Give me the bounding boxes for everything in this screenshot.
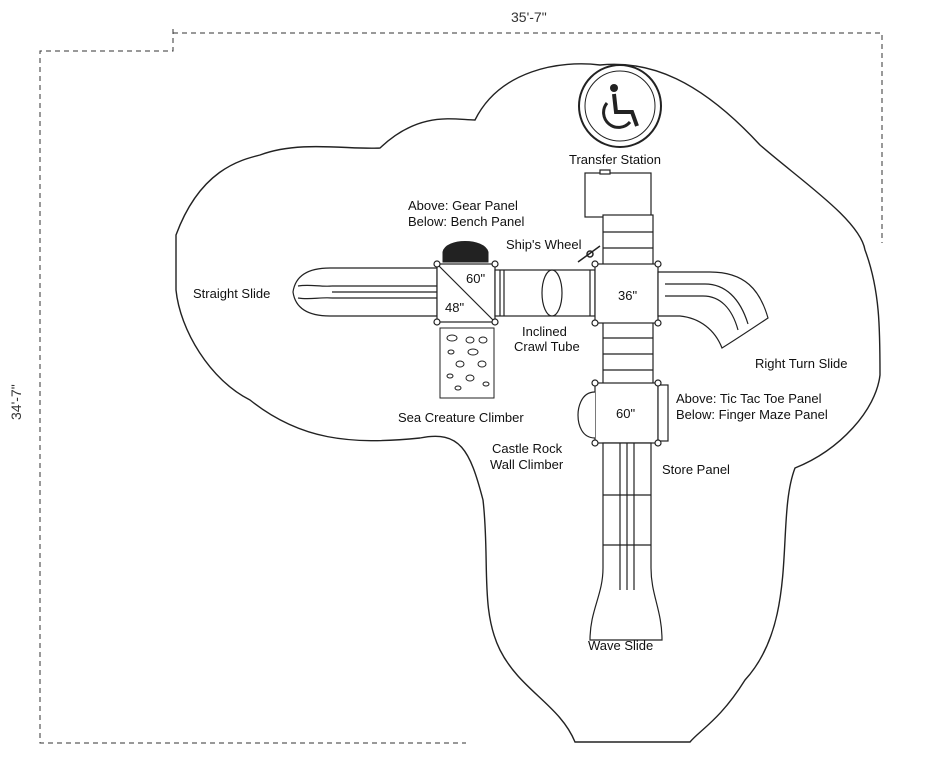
right-turn-slide xyxy=(657,271,769,349)
label-wave-slide: Wave Slide xyxy=(588,638,654,653)
label-store-panel: Store Panel xyxy=(662,462,730,477)
label-crawl-tube: Crawl Tube xyxy=(514,339,580,354)
lower-deck xyxy=(577,379,669,447)
center-deck xyxy=(591,260,662,327)
wave-slide xyxy=(589,442,663,641)
label-wall-climber: Wall Climber xyxy=(490,457,564,472)
label-sea-creature-climber: Sea Creature Climber xyxy=(398,410,524,425)
top-dimension-line xyxy=(173,32,883,243)
label-castle-rock: Castle Rock xyxy=(492,441,563,456)
deck-height-lower: 60" xyxy=(616,406,636,421)
width-dimension-label: 35'-7" xyxy=(511,9,547,25)
label-gear-panel: Above: Gear Panel xyxy=(408,198,518,213)
label-tic-tac-toe: Above: Tic Tac Toe Panel xyxy=(676,391,822,406)
width-dimension-line xyxy=(39,29,466,744)
deck-height-left-upper: 60" xyxy=(466,271,486,286)
use-zone-boundary xyxy=(175,63,881,743)
label-ships-wheel: Ship's Wheel xyxy=(506,237,582,252)
accessibility-icon xyxy=(578,64,662,148)
label-transfer-station: Transfer Station xyxy=(569,152,662,167)
inclined-crawl-tube xyxy=(494,269,596,317)
dimension-lines xyxy=(39,29,883,744)
left-deck xyxy=(433,260,499,326)
straight-slide xyxy=(292,267,438,317)
label-inclined: Inclined xyxy=(522,324,567,339)
depth-dimension-label: 34'-7" xyxy=(8,384,24,420)
deck-height-center: 36" xyxy=(618,288,638,303)
bench-panel xyxy=(442,241,489,263)
sea-creature-climber xyxy=(439,327,495,399)
transfer-station xyxy=(584,169,654,266)
label-straight-slide: Straight Slide xyxy=(193,286,271,301)
label-bench-panel: Below: Bench Panel xyxy=(408,214,525,229)
steps-lower xyxy=(602,321,654,385)
label-right-turn-slide: Right Turn Slide xyxy=(755,356,848,371)
label-finger-maze: Below: Finger Maze Panel xyxy=(676,407,828,422)
ships-wheel xyxy=(577,245,601,263)
deck-height-left-lower: 48" xyxy=(445,300,465,315)
